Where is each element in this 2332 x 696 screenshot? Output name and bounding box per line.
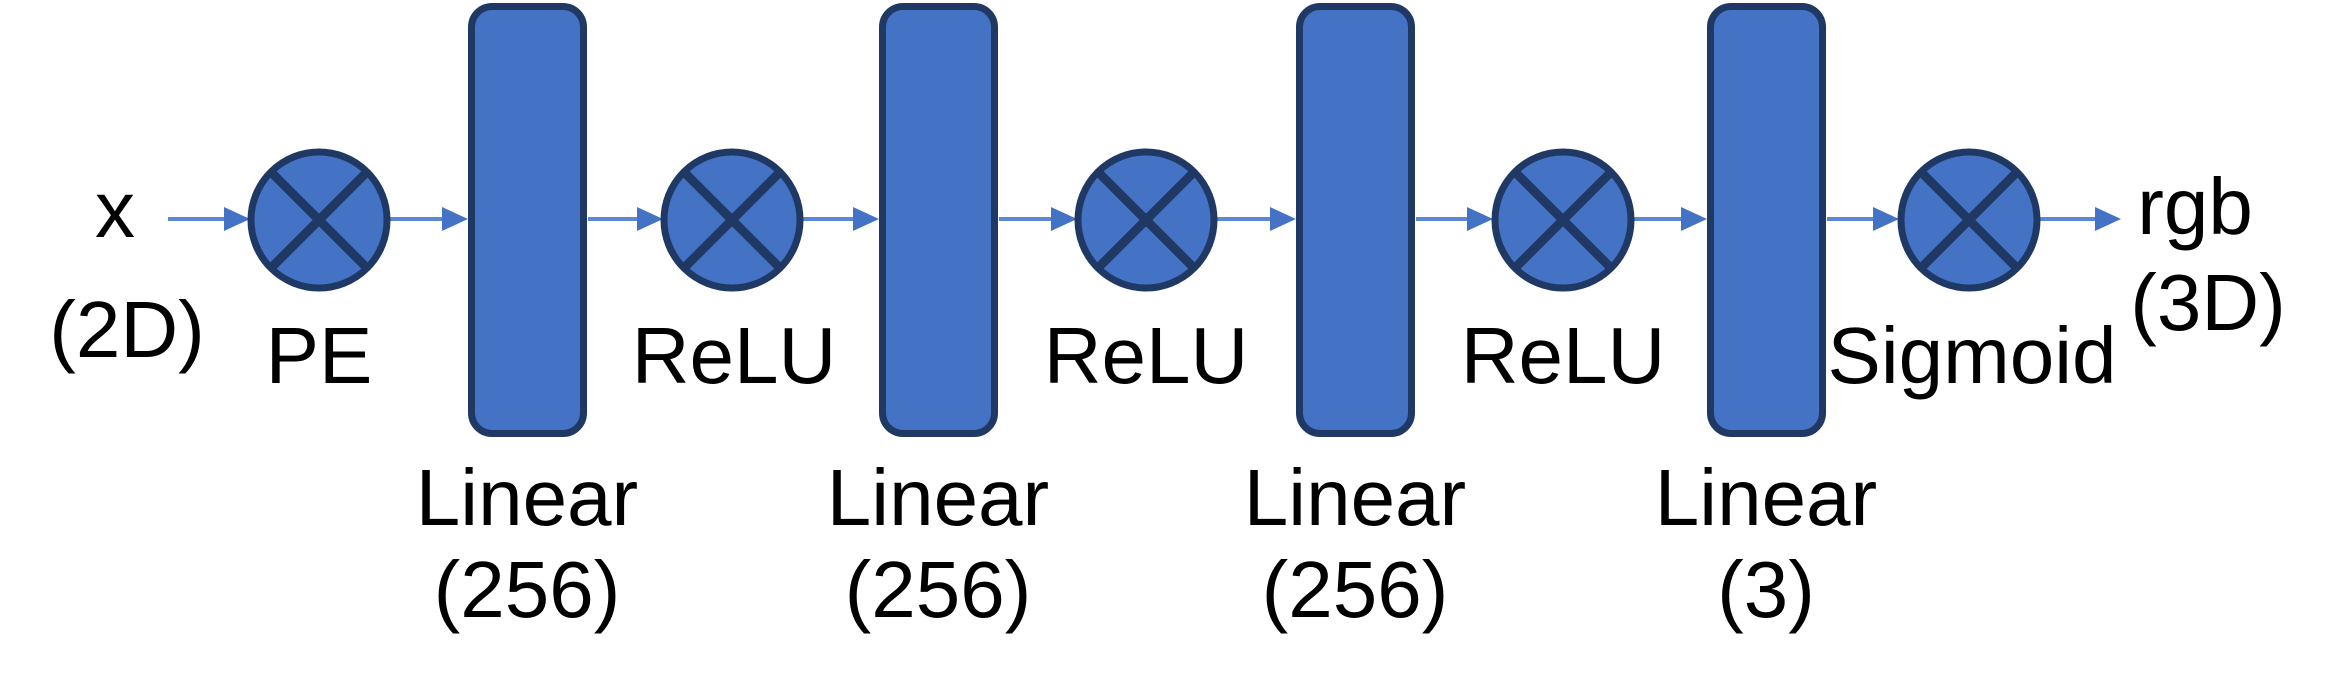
linear-layer-block-1: [468, 3, 587, 437]
flow-arrow-7: [1416, 207, 1493, 231]
layer-name: Linear: [1243, 453, 1467, 542]
arrow-shaft: [1827, 216, 1875, 221]
flow-arrow-4: [802, 207, 879, 231]
linear-layer-label-1: Linear (256): [416, 452, 638, 636]
output-dim-label: (3D): [2130, 258, 2286, 347]
arrow-head-icon: [1681, 207, 1707, 231]
arrow-shaft: [168, 216, 226, 221]
flow-arrow-3: [588, 207, 663, 231]
sigmoid-op-label: Sigmoid: [1827, 311, 2117, 400]
linear-layer-label-2: Linear (256): [827, 452, 1049, 636]
output-label: rgb: [2137, 162, 2253, 251]
flow-arrow-1: [168, 207, 250, 231]
arrow-shaft: [389, 216, 444, 221]
arrow-head-icon: [224, 207, 250, 231]
arrow-shaft: [2040, 216, 2097, 221]
arrow-head-icon: [637, 207, 663, 231]
flow-arrow-10: [2040, 207, 2121, 231]
arrow-shaft: [999, 216, 1053, 221]
arrow-shaft: [1216, 216, 1272, 221]
sigmoid-otimes-icon: [1897, 148, 2041, 292]
input-label: x: [95, 165, 135, 254]
relu-3-otimes-icon: [1491, 148, 1635, 292]
flow-arrow-6: [1216, 207, 1296, 231]
layer-name: Linear: [826, 453, 1050, 542]
layer-units: (256): [1261, 545, 1449, 634]
layer-name: Linear: [415, 453, 639, 542]
arrow-head-icon: [2095, 207, 2121, 231]
relu-2-op-label: ReLU: [1043, 311, 1249, 400]
flow-arrow-2: [389, 207, 468, 231]
relu-1-op-label: ReLU: [631, 311, 837, 400]
linear-layer-label-4: Linear (3): [1655, 452, 1877, 636]
layer-units: (256): [844, 545, 1032, 634]
linear-layer-label-3: Linear (256): [1244, 452, 1466, 636]
arrow-head-icon: [1873, 207, 1899, 231]
arrow-head-icon: [1467, 207, 1493, 231]
flow-arrow-9: [1827, 207, 1899, 231]
pe-op-label: PE: [265, 311, 373, 400]
relu-2-otimes-icon: [1074, 148, 1218, 292]
flow-arrow-8: [1633, 207, 1707, 231]
arrow-head-icon: [853, 207, 879, 231]
arrow-head-icon: [1270, 207, 1296, 231]
layer-units: (3): [1717, 545, 1815, 634]
relu-3-op-label: ReLU: [1460, 311, 1666, 400]
arrow-head-icon: [442, 207, 468, 231]
linear-layer-block-4: [1707, 3, 1826, 437]
arrow-shaft: [1633, 216, 1683, 221]
flow-arrow-5: [999, 207, 1077, 231]
layer-units: (256): [433, 545, 621, 634]
arrow-shaft: [1416, 216, 1469, 221]
linear-layer-block-2: [879, 3, 998, 437]
input-dim-label: (2D): [49, 285, 205, 374]
arrow-shaft: [588, 216, 639, 221]
layer-name: Linear: [1654, 453, 1878, 542]
arrow-head-icon: [1051, 207, 1077, 231]
arrow-shaft: [802, 216, 855, 221]
linear-layer-block-3: [1296, 3, 1415, 437]
pe-otimes-icon: [247, 148, 391, 292]
relu-1-otimes-icon: [660, 148, 804, 292]
